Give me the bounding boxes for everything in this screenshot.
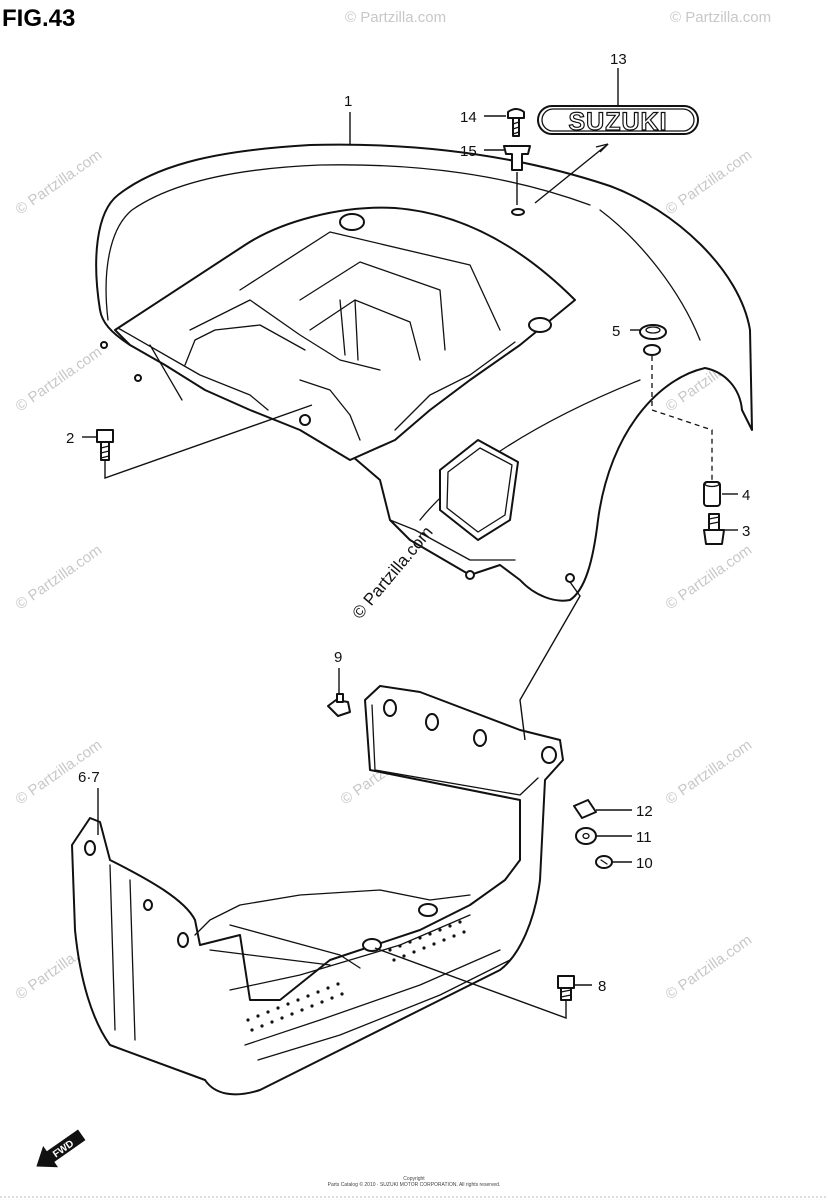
leader-lines — [82, 68, 738, 1020]
callout-2: 2 — [66, 430, 74, 447]
callout-13: 13 — [610, 51, 627, 68]
grommet-hole — [528, 317, 552, 333]
watermark: © Partzilla.com — [663, 541, 756, 613]
figure-title: FIG.43 — [2, 5, 75, 32]
callout-1: 1 — [344, 93, 352, 110]
access-panel — [439, 439, 519, 541]
callout-4: 4 — [742, 487, 750, 504]
emblem-hole — [511, 208, 525, 216]
callout-9: 9 — [334, 649, 342, 666]
footer-line1: Copyright — [403, 1176, 425, 1182]
clip-9[interactable] — [327, 693, 351, 717]
washer-11[interactable] — [575, 827, 597, 845]
bolt-2[interactable] — [96, 429, 114, 461]
callout-3: 3 — [742, 523, 750, 540]
callout-labels: 1 2 3 4 5 6·7 8 9 10 11 12 13 14 15 — [66, 51, 750, 995]
callout-11: 11 — [636, 829, 652, 846]
collar-4[interactable] — [703, 480, 721, 507]
callout-6-7: 6·7 — [78, 769, 100, 786]
footrest-perforations — [246, 920, 466, 1032]
bolt-8[interactable] — [557, 975, 575, 1001]
watermark: © Partzilla.com — [345, 9, 446, 26]
screw-14[interactable] — [507, 108, 525, 137]
suzuki-emblem[interactable]: SUZUKI — [537, 105, 699, 137]
screw-10[interactable] — [595, 855, 613, 869]
nut-12[interactable] — [573, 799, 597, 819]
grommet-hole — [339, 213, 365, 231]
watermark-dark: © Partzilla.com — [349, 523, 437, 623]
footer-line2: Parts Catalog © 2010 · SUZUKI MOTOR CORP… — [328, 1181, 501, 1188]
watermark: © Partzilla.com — [663, 736, 756, 808]
bolt-3[interactable] — [703, 513, 725, 545]
footrest-guard[interactable] — [71, 685, 564, 1096]
callout-12: 12 — [636, 803, 653, 820]
fwd-arrow-icon: FWD — [36, 1129, 86, 1168]
grommet-5[interactable] — [639, 324, 667, 340]
grommet-hole — [643, 344, 661, 356]
rear-fender[interactable] — [95, 143, 753, 602]
watermark: © Partzilla.com — [13, 146, 106, 218]
callout-8: 8 — [598, 978, 606, 995]
watermark: © Partzilla.com — [663, 931, 756, 1003]
watermark: © Partzilla.com — [13, 343, 106, 415]
callout-10: 10 — [636, 855, 653, 872]
watermark: © Partzilla.com — [663, 146, 756, 218]
callout-14: 14 — [460, 109, 477, 126]
callout-15: 15 — [460, 143, 477, 160]
nut-15[interactable] — [503, 145, 531, 171]
callout-5: 5 — [612, 323, 620, 340]
emblem-text: SUZUKI — [568, 108, 667, 136]
watermark: © Partzilla.com — [13, 541, 106, 613]
watermark: © Partzilla.com — [670, 9, 771, 26]
